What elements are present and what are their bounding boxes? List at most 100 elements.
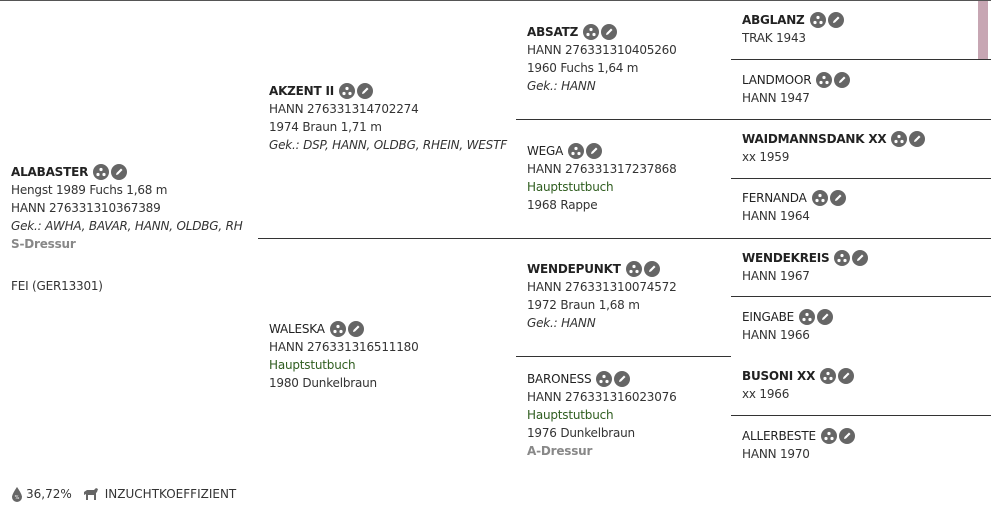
edit-icon[interactable] [817,309,834,325]
sire-dam-column: AKZENT II HANN 276331314702274 1974 Brau… [258,0,516,513]
edit-icon[interactable] [643,261,660,277]
horse-reg-number: HANN 276331316023076 [527,390,677,404]
divider [731,119,991,120]
divider [258,238,991,239]
pedigree-icon[interactable] [809,12,826,28]
horse-name[interactable]: LANDMOOR [742,73,812,87]
pedigree-icon[interactable] [583,24,600,40]
pedigree-icon[interactable] [834,250,851,266]
horse-name[interactable]: ALABASTER [11,165,89,179]
divider [731,415,991,416]
edit-icon[interactable] [347,321,364,337]
horse-discipline: S-Dressur [11,237,76,251]
horse-reg-number: HANN 276331316511180 [269,340,419,354]
pedigree-icon[interactable] [811,190,828,206]
horse-name[interactable]: WEGA [527,144,564,158]
pedigree-entry: ABGLANZ TRAK 1943 [742,11,977,47]
divider [731,59,991,60]
studbook: Hauptstutbuch [527,180,614,194]
horse-info: Hengst 1989 Fuchs 1,68 m [11,183,168,197]
edit-icon[interactable] [111,164,128,180]
top-border [0,0,991,1]
horse-info: 1974 Braun 1,71 m [269,120,382,134]
edit-icon[interactable] [834,72,851,88]
pedigree-icon[interactable] [816,72,833,88]
horse-reg-number: HANN 276331310074572 [527,280,677,294]
divider [731,178,991,179]
horse-name[interactable]: ALLERBESTE [742,429,816,443]
horse-approvals: Gek.: HANN [527,79,596,93]
edit-icon[interactable] [838,368,855,384]
horse-name[interactable]: FERNANDA [742,191,807,205]
pedigree-entry: BUSONI XX xx 1966 [742,367,977,403]
horse-name[interactable]: AKZENT II [269,84,335,98]
fei-id: FEI (GER13301) [11,279,103,293]
pedigree-entry: WEGA HANN 276331317237868 Hauptstutbuch … [527,142,727,214]
horse-info: HANN 1967 [742,269,810,283]
pedigree-icon[interactable] [596,371,613,387]
edit-icon[interactable] [838,428,855,444]
pedigree-icon[interactable] [820,428,837,444]
edit-icon[interactable] [852,250,869,266]
horse-name[interactable]: BARONESS [527,372,592,386]
horse-name[interactable]: WENDEPUNKT [527,262,621,276]
divider [731,296,991,297]
pedigree-entry: WENDEPUNKT HANN 276331310074572 1972 Bra… [527,260,727,332]
horse-info: xx 1959 [742,150,790,164]
horse-name[interactable]: WAIDMANNSDANK XX [742,132,887,146]
pedigree-entry: WAIDMANNSDANK XX xx 1959 [742,130,977,166]
horse-reg-number: HANN 276331310405260 [527,43,677,57]
drop-percent-icon: % [11,486,23,502]
pedigree-entry: EINGABE HANN 1966 [742,308,977,344]
horse-info: 1960 Fuchs 1,64 m [527,61,639,75]
root-horse: ALABASTER Hengst 1989 Fuchs 1,68 m HANN … [11,163,243,295]
edit-icon[interactable] [909,131,926,147]
pedigree-entry: ALLERBESTE HANN 1970 [742,427,977,463]
pedigree-entry: LANDMOOR HANN 1947 [742,71,977,107]
pedigree-icon[interactable] [329,321,346,337]
horse-name[interactable]: BUSONI XX [742,369,816,383]
scrollbar-indicator[interactable] [978,1,988,59]
horse-name[interactable]: ABSATZ [527,25,579,39]
pedigree-entry: WENDEKREIS HANN 1967 [742,249,977,285]
pedigree-icon[interactable] [799,309,816,325]
pedigree-icon[interactable] [891,131,908,147]
horse-info: 1968 Rappe [527,198,598,212]
inbreeding-footer: % 36,72% INZUCHTKOEFFIZIENT [11,486,236,502]
root-column: ALABASTER Hengst 1989 Fuchs 1,68 m HANN … [0,0,258,513]
horse-info: 1980 Dunkelbraun [269,376,377,390]
svg-text:%: % [15,495,20,501]
pedigree-icon[interactable] [820,368,837,384]
horse-info: TRAK 1943 [742,31,806,45]
horse-info: HANN 1966 [742,328,810,342]
horse-approvals: Gek.: HANN [527,316,596,330]
inbreeding-percent: 36,72% [26,487,72,501]
edit-icon[interactable] [829,190,846,206]
horse-reg-number: HANN 276331317237868 [527,162,677,176]
horse-name[interactable]: WENDEKREIS [742,251,830,265]
edit-icon[interactable] [614,371,631,387]
pedigree-icon[interactable] [568,143,585,159]
horse-info: xx 1966 [742,387,790,401]
edit-icon[interactable] [586,143,603,159]
horse-name[interactable]: EINGABE [742,310,795,324]
divider [516,356,731,357]
pedigree-entry: BARONESS HANN 276331316023076 Hauptstutb… [527,370,727,460]
horse-reg-number: HANN 276331310367389 [11,201,161,215]
horse-name[interactable]: WALESKA [269,322,325,336]
horse-approvals: Gek.: DSP, HANN, OLDBG, RHEIN, WESTF [269,138,507,152]
edit-icon[interactable] [601,24,618,40]
great-grandparents-column: ABGLANZ TRAK 1943 LANDMOOR HANN 1947 WAI… [731,0,991,513]
pedigree-icon[interactable] [339,83,356,99]
pedigree-icon[interactable] [625,261,642,277]
grandparents-column: ABSATZ HANN 276331310405260 1960 Fuchs 1… [516,0,731,513]
horse-discipline: A-Dressur [527,444,593,458]
inbreeding-label[interactable]: INZUCHTKOEFFIZIENT [104,487,237,501]
horse-info: HANN 1947 [742,91,810,105]
horse-name[interactable]: ABGLANZ [742,13,805,27]
horse-info: HANN 1970 [742,447,810,461]
pedigree-icon[interactable] [93,164,110,180]
edit-icon[interactable] [357,83,374,99]
edit-icon[interactable] [827,12,844,28]
studbook: Hauptstutbuch [527,408,614,422]
